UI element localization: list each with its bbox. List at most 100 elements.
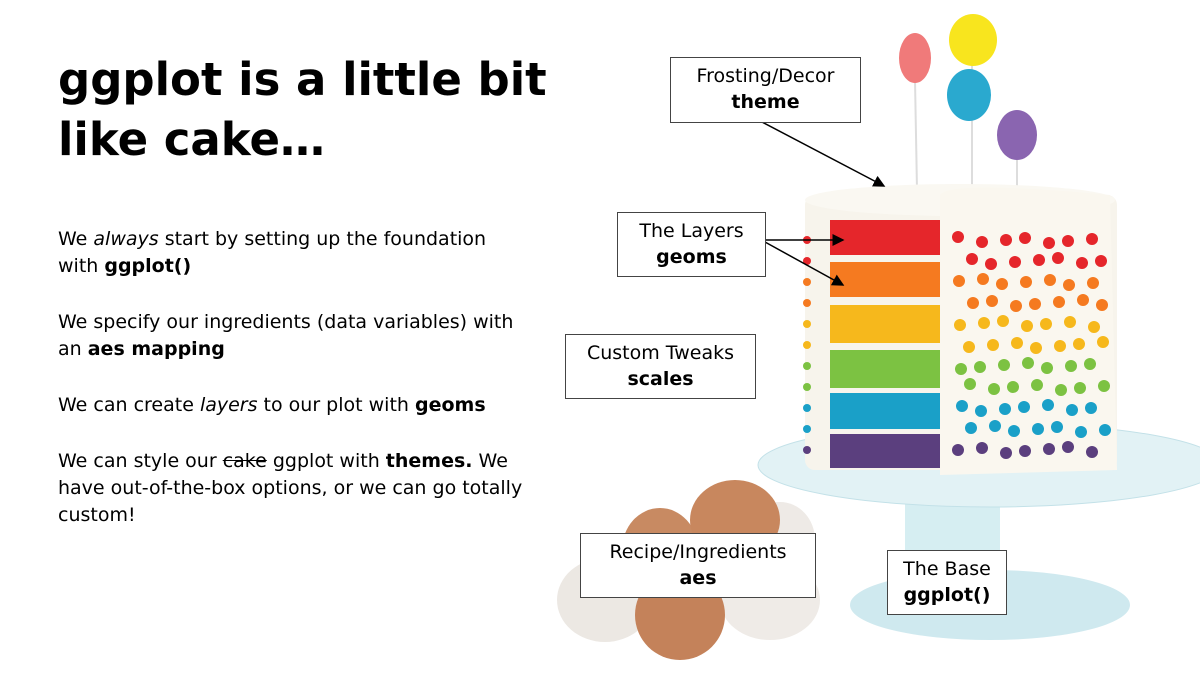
- title-line-2: like cake…: [58, 113, 326, 166]
- sprinkle-dot: [803, 320, 811, 328]
- sprinkle-dot: [976, 442, 988, 454]
- sprinkle-dot: [1096, 299, 1108, 311]
- sprinkle-dot: [1020, 276, 1032, 288]
- sprinkle-dot: [1077, 294, 1089, 306]
- sprinkle-dot: [1098, 380, 1110, 392]
- cake: [803, 184, 1117, 475]
- sprinkle-dot: [964, 378, 976, 390]
- sprinkle-dot: [1042, 399, 1054, 411]
- sprinkle-dot: [952, 444, 964, 456]
- sprinkle-dot: [1021, 320, 1033, 332]
- sprinkle-dot: [988, 383, 1000, 395]
- sprinkle-dot: [974, 361, 986, 373]
- sprinkle-dot: [967, 297, 979, 309]
- sprinkle-dot: [965, 422, 977, 434]
- sprinkle-dot: [998, 359, 1010, 371]
- sprinkle-dot: [986, 295, 998, 307]
- sprinkle-dot: [1009, 256, 1021, 268]
- sprinkle-dot: [1087, 277, 1099, 289]
- sprinkle-dot: [1086, 446, 1098, 458]
- sprinkle-dot: [1031, 379, 1043, 391]
- sprinkle-dot: [803, 425, 811, 433]
- sprinkle-dot: [1084, 358, 1096, 370]
- sprinkle-dot: [999, 403, 1011, 415]
- sprinkle-dot: [1065, 360, 1077, 372]
- sprinkle-dot: [1043, 443, 1055, 455]
- sprinkle-dot: [803, 362, 811, 370]
- paragraph-themes: We can style our cake ggplot with themes…: [58, 450, 523, 526]
- slide-title: ggplot is a little bit like cake…: [58, 50, 558, 170]
- sprinkle-dots: [803, 231, 1111, 459]
- sprinkle-dot: [803, 404, 811, 412]
- sprinkle-dot: [1029, 298, 1041, 310]
- sprinkle-dot: [1076, 257, 1088, 269]
- sprinkle-dot: [803, 341, 811, 349]
- sprinkle-dot: [987, 339, 999, 351]
- paragraph-aes: We specify our ingredients (data variabl…: [58, 311, 514, 360]
- sprinkle-dot: [1044, 274, 1056, 286]
- sprinkle-dot: [1000, 234, 1012, 246]
- sprinkle-dot: [989, 420, 1001, 432]
- sprinkle-dot: [978, 317, 990, 329]
- title-line-1: ggplot is a little bit: [58, 53, 547, 106]
- sprinkle-dot: [1099, 424, 1111, 436]
- sprinkle-dot: [1018, 401, 1030, 413]
- sprinkle-dot: [1040, 318, 1052, 330]
- sprinkle-dot: [1055, 384, 1067, 396]
- sprinkle-dot: [803, 383, 811, 391]
- sprinkle-dot: [1043, 237, 1055, 249]
- sprinkle-dot: [1088, 321, 1100, 333]
- sprinkle-dot: [1010, 300, 1022, 312]
- sprinkle-dot: [997, 315, 1009, 327]
- sprinkle-dot: [1041, 362, 1053, 374]
- sprinkle-dot: [1032, 423, 1044, 435]
- sprinkle-dot: [1030, 342, 1042, 354]
- sprinkle-dot: [976, 236, 988, 248]
- sprinkle-dot: [1033, 254, 1045, 266]
- sprinkle-dot: [1062, 235, 1074, 247]
- slide-body: We always start by setting up the founda…: [58, 226, 528, 558]
- sprinkle-dot: [1066, 404, 1078, 416]
- sprinkle-dot: [1086, 233, 1098, 245]
- sprinkle-dot: [954, 319, 966, 331]
- sprinkle-dot: [1074, 382, 1086, 394]
- sprinkle-dot: [1019, 232, 1031, 244]
- layers-arrow-2: [764, 241, 845, 286]
- sprinkle-dot: [1022, 357, 1034, 369]
- sprinkle-dot: [1085, 402, 1097, 414]
- sprinkle-dot: [966, 253, 978, 265]
- sprinkle-dot: [803, 278, 811, 286]
- sprinkle-dot: [1053, 296, 1065, 308]
- balloons: [899, 14, 1037, 195]
- sprinkle-dot: [1052, 252, 1064, 264]
- sprinkle-dot: [1063, 279, 1075, 291]
- sprinkle-dot: [956, 400, 968, 412]
- sprinkle-dot: [963, 341, 975, 353]
- sprinkle-dot: [1064, 316, 1076, 328]
- sprinkle-dot: [803, 299, 811, 307]
- sprinkle-dot: [1097, 336, 1109, 348]
- sprinkle-dot: [1008, 425, 1020, 437]
- sprinkle-dot: [955, 363, 967, 375]
- paragraph-geoms: We can create layers to our plot with ge…: [58, 394, 486, 416]
- sprinkle-dot: [1011, 337, 1023, 349]
- frosting-arrow: [761, 121, 886, 187]
- sprinkle-dot: [985, 258, 997, 270]
- paragraph-foundation: We always start by setting up the founda…: [58, 228, 487, 277]
- sprinkle-dot: [1062, 441, 1074, 453]
- sprinkle-dot: [803, 257, 811, 265]
- sprinkle-dot: [1019, 445, 1031, 457]
- sprinkle-dot: [1007, 381, 1019, 393]
- sprinkle-dot: [952, 231, 964, 243]
- sprinkle-dot: [953, 275, 965, 287]
- sprinkle-dot: [1075, 426, 1087, 438]
- sprinkle-dot: [1000, 447, 1012, 459]
- sprinkle-dot: [977, 273, 989, 285]
- sprinkle-dot: [1051, 421, 1063, 433]
- sprinkle-dot: [1073, 338, 1085, 350]
